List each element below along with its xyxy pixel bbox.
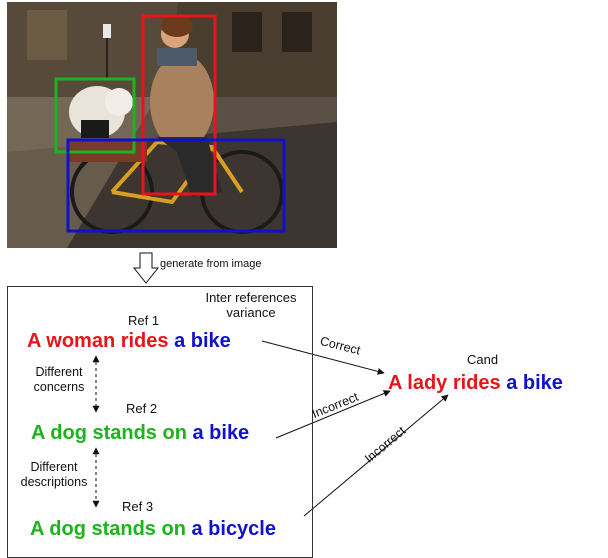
fork — [210, 145, 244, 194]
dog-head — [105, 88, 133, 116]
photo — [7, 2, 337, 248]
ref3-sentence: A dog stands on a bicycle — [30, 518, 276, 541]
cand-sentence: A lady rides a bike — [388, 372, 563, 395]
ref2-object: a bike — [192, 422, 250, 444]
note-concerns: Different concerns — [33, 365, 85, 394]
bbox-dog — [54, 77, 136, 154]
window — [232, 12, 262, 52]
window — [27, 10, 67, 60]
ref1-subject: A woman rides — [27, 330, 169, 352]
ref1-object: a bike — [174, 330, 231, 352]
arrow-ref3-cand — [303, 394, 449, 517]
arrow-ref2-cand — [275, 390, 391, 439]
ref3-subject: A dog stands on — [30, 518, 186, 540]
note-descriptions: Different descriptions — [20, 460, 88, 489]
bbox-bike — [66, 138, 286, 233]
cand-label: Cand — [467, 352, 499, 367]
dog-harness — [81, 120, 109, 138]
street-sign — [103, 24, 111, 38]
ref1-sentence: A woman rides a bike — [27, 330, 231, 353]
ref3-object: a bicycle — [191, 518, 276, 540]
sign-pole — [106, 38, 108, 78]
arrow-ref1-cand — [261, 340, 385, 375]
photo-scene — [7, 2, 337, 248]
woman-coat — [150, 54, 214, 150]
generate-arrow-icon — [132, 252, 160, 284]
ref2-label: Ref 2 — [126, 401, 158, 416]
cand-object: a bike — [506, 372, 563, 394]
generate-label: generate from image — [160, 258, 262, 270]
ref2-sentence: A dog stands on a bike — [31, 422, 249, 445]
bbox-woman — [141, 14, 217, 196]
box-title: Inter references variance — [205, 290, 297, 320]
ref2-subject: A dog stands on — [31, 422, 187, 444]
ref3-label: Ref 3 — [122, 499, 154, 514]
ref1-label: Ref 1 — [128, 313, 160, 328]
woman-hair — [161, 15, 193, 37]
cand-subject: A lady rides — [388, 372, 501, 394]
window — [282, 12, 312, 52]
woman-scarf — [157, 48, 197, 66]
sunlit-area — [7, 97, 157, 248]
woman-legs — [157, 137, 222, 197]
